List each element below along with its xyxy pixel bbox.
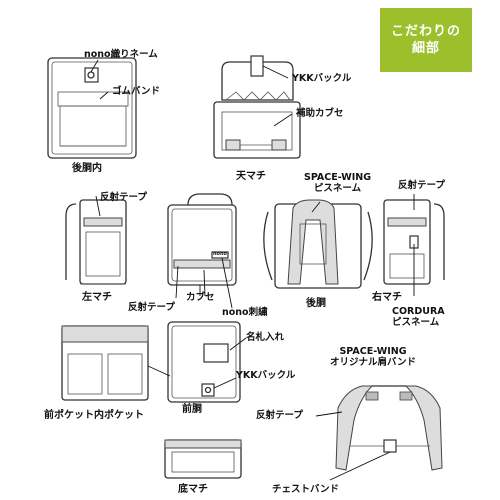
label-space-wing-straps: SPACE-WING オリジナル肩バンド [330, 346, 416, 368]
back-inside-illustration [47, 57, 137, 159]
label-cordura-name-tag: CORDURA ピスネーム [392, 306, 445, 328]
shoulder-straps-illustration [335, 385, 443, 471]
back-body-illustration [263, 199, 373, 289]
label-ykk-buckle-top: YKKバックル [292, 73, 352, 84]
label-reflective-tape-right: 反射テープ [398, 180, 445, 191]
badge-line-1: こだわりの [390, 24, 461, 39]
feature-badge: こだわりの 細部 [380, 8, 472, 72]
caption-right-gusset: 右マチ [372, 292, 402, 303]
label-aux-flap: 補助カブセ [296, 108, 344, 119]
bottom-gusset-illustration [164, 439, 242, 479]
label-reflective-tape-left: 反射テープ [100, 192, 147, 203]
label-reflective-tape-straps: 反射テープ [256, 410, 303, 421]
front-body-illustration [167, 321, 241, 403]
label-reflective-tape-flap: 反射テープ [128, 302, 175, 313]
badge-line-2: 細部 [411, 41, 440, 56]
top-gusset-illustration [213, 55, 301, 159]
label-space-wing-name-tag: SPACE-WING ピスネーム [304, 172, 372, 194]
caption-back-inside: 後胴内 [72, 163, 102, 174]
label-ykk-buckle-front: YKKバックル [236, 370, 296, 381]
caption-front-pocket: 前ポケット内ポケット [44, 410, 144, 421]
left-gusset-illustration [65, 199, 127, 285]
label-chest-band: チェストバンド [272, 484, 339, 495]
label-nono-woven-name: nono織りネーム [84, 49, 158, 60]
front-pocket-illustration [61, 325, 149, 401]
label-rubber-band: ゴムバンド [112, 86, 160, 97]
label-nono-embroidery: nono刺繍 [222, 307, 268, 318]
nono-emblem: nono [213, 251, 227, 257]
caption-left-gusset: 左マチ [82, 292, 112, 303]
flap-front-illustration [167, 193, 237, 296]
label-flap: カブセ [186, 292, 215, 303]
caption-bottom-gusset: 底マチ [178, 484, 208, 495]
label-name-holder: 名札入れ [246, 332, 285, 343]
caption-front-body: 前胴 [182, 404, 202, 415]
caption-top-gusset: 天マチ [236, 171, 266, 182]
caption-back-body: 後胴 [306, 298, 326, 309]
leader-lines [90, 59, 415, 481]
